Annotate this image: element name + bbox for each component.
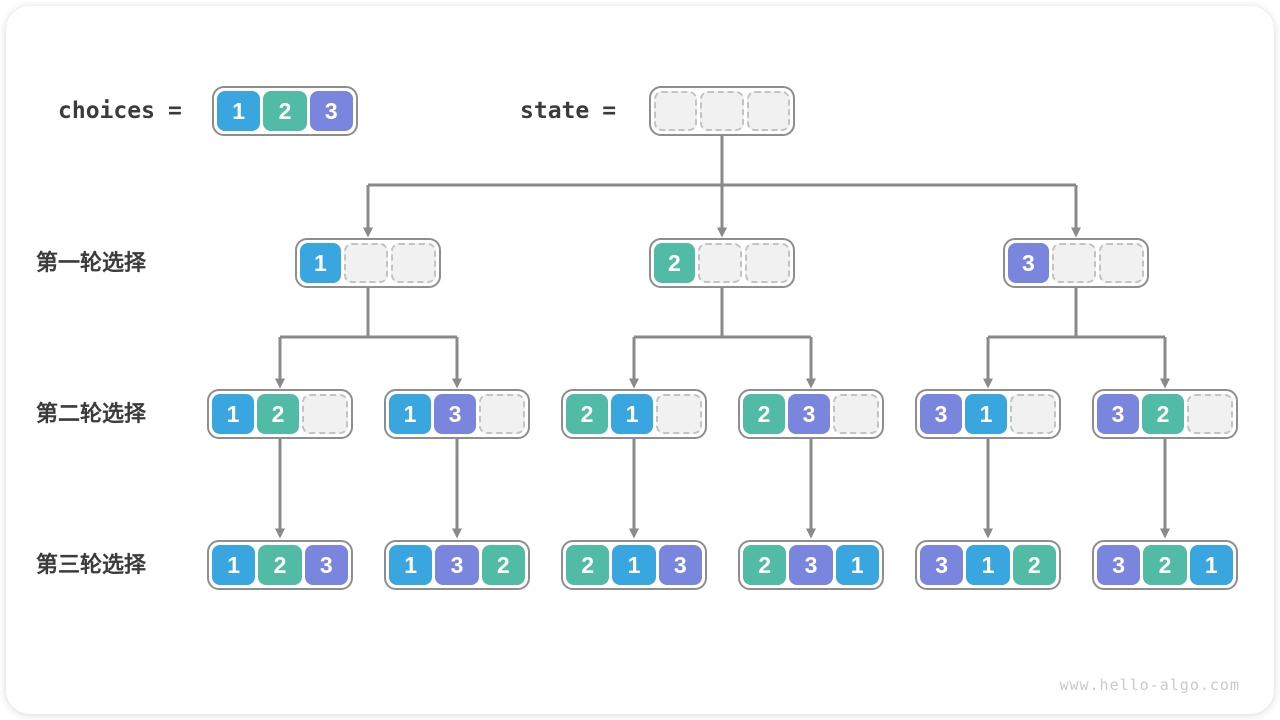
value-cell: 2 bbox=[257, 394, 299, 434]
value-cell: 2 bbox=[258, 545, 302, 585]
value-cell: 3 bbox=[309, 91, 353, 131]
tree-node-level1-1: 2 bbox=[649, 238, 795, 288]
value-cell: 2 bbox=[481, 545, 525, 585]
state-label-group: state = bbox=[520, 86, 616, 136]
value-cell: 2 bbox=[263, 91, 307, 131]
empty-cell bbox=[656, 394, 702, 434]
empty-cell bbox=[391, 243, 437, 283]
state-label: state bbox=[520, 98, 590, 124]
empty-cell bbox=[1099, 243, 1145, 283]
diagram-card bbox=[6, 6, 1274, 714]
empty-cell bbox=[654, 91, 698, 131]
value-cell: 2 bbox=[1143, 545, 1187, 585]
empty-cell bbox=[343, 243, 389, 283]
round-1-label: 第一轮选择 bbox=[36, 250, 147, 275]
tree-node-level1-2: 3 bbox=[1003, 238, 1149, 288]
state-equals-sign: = bbox=[602, 98, 617, 124]
empty-cell bbox=[479, 394, 525, 434]
value-cell: 1 bbox=[611, 394, 653, 434]
state-array-box bbox=[649, 86, 795, 136]
empty-cell bbox=[697, 243, 743, 283]
empty-cell bbox=[302, 394, 348, 434]
value-cell: 3 bbox=[1097, 394, 1139, 434]
value-cell: 1 bbox=[966, 545, 1010, 585]
value-cell: 2 bbox=[1012, 545, 1056, 585]
value-cell: 1 bbox=[300, 243, 341, 283]
value-cell: 2 bbox=[566, 545, 610, 585]
value-cell: 3 bbox=[920, 545, 964, 585]
value-cell: 3 bbox=[435, 545, 479, 585]
value-cell: 1 bbox=[389, 394, 431, 434]
choices-label-group: choices = bbox=[58, 86, 182, 136]
empty-cell bbox=[1010, 394, 1056, 434]
value-cell: 2 bbox=[1142, 394, 1184, 434]
value-cell: 3 bbox=[304, 545, 348, 585]
value-cell: 1 bbox=[835, 545, 879, 585]
empty-cell bbox=[746, 91, 790, 131]
watermark: www.hello-algo.com bbox=[1059, 676, 1240, 694]
value-cell: 1 bbox=[965, 394, 1007, 434]
value-cell: 2 bbox=[566, 394, 608, 434]
value-cell: 3 bbox=[789, 545, 833, 585]
value-cell: 1 bbox=[389, 545, 433, 585]
value-cell: 1 bbox=[212, 545, 256, 585]
tree-node-level1-0: 1 bbox=[295, 238, 441, 288]
empty-cell bbox=[700, 91, 744, 131]
value-cell: 3 bbox=[788, 394, 830, 434]
round-2-label: 第二轮选择 bbox=[36, 401, 147, 426]
value-cell: 1 bbox=[1189, 545, 1233, 585]
value-cell: 3 bbox=[1008, 243, 1049, 283]
value-cell: 3 bbox=[434, 394, 476, 434]
value-cell: 2 bbox=[743, 545, 787, 585]
value-cell: 3 bbox=[1097, 545, 1141, 585]
value-cell: 1 bbox=[612, 545, 656, 585]
value-cell: 3 bbox=[920, 394, 962, 434]
round-3-label: 第三轮选择 bbox=[36, 552, 147, 577]
choices-label: choices bbox=[58, 98, 155, 124]
empty-cell bbox=[745, 243, 791, 283]
value-cell: 2 bbox=[654, 243, 695, 283]
empty-cell bbox=[1051, 243, 1097, 283]
empty-cell bbox=[833, 394, 879, 434]
value-cell: 2 bbox=[743, 394, 785, 434]
value-cell: 1 bbox=[217, 91, 261, 131]
empty-cell bbox=[1187, 394, 1233, 434]
value-cell: 3 bbox=[658, 545, 702, 585]
choices-equals-sign: = bbox=[167, 98, 182, 124]
value-cell: 1 bbox=[212, 394, 254, 434]
